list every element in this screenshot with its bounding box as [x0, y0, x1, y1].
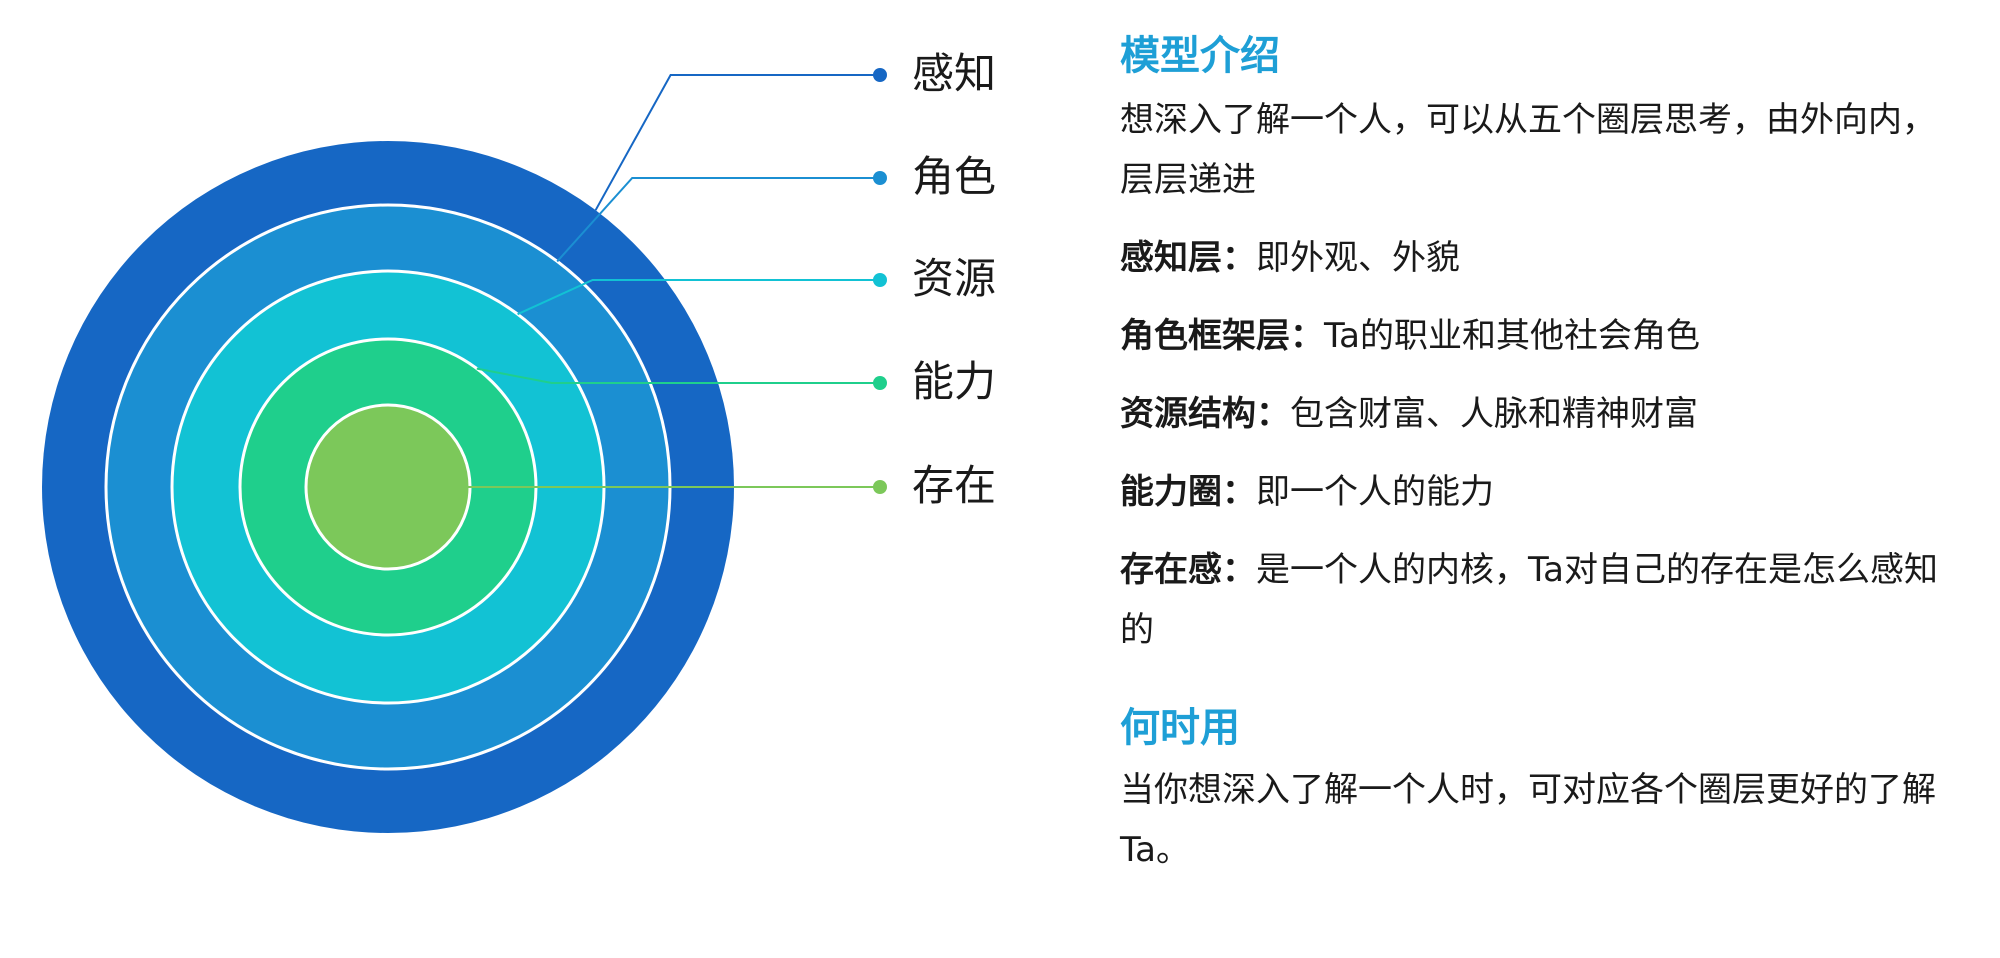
definition-list: 感知层：即外观、外貌角色框架层：Ta的职业和其他社会角色资源结构：包含财富、人脉…: [1120, 228, 1940, 660]
ring-label-1: 感知: [912, 49, 997, 98]
definition-term: 存在感：: [1120, 550, 1256, 590]
description-panel: 模型介绍 想深入了解一个人，可以从五个圈层思考，由外向内，层层递进 感知层：即外…: [1120, 32, 1940, 880]
definition-item: 存在感：是一个人的内核，Ta对自己的存在是怎么感知的: [1120, 540, 1940, 660]
ring-label-5: 存在: [912, 461, 997, 510]
leader-line-2: [556, 177, 880, 263]
definition-desc: Ta的职业和其他社会角色: [1324, 316, 1700, 356]
leader-line-1: [594, 74, 880, 211]
leader-dot-5: [873, 480, 887, 494]
leader-line-3: [517, 279, 880, 316]
usage-text: 当你想深入了解一个人时，可对应各个圈层更好的了解Ta。: [1120, 770, 1936, 870]
ring-core: [304, 403, 472, 571]
leader-dot-2: [873, 171, 887, 185]
definition-term: 感知层：: [1120, 238, 1256, 278]
definition-term: 角色框架层：: [1120, 316, 1324, 356]
definition-item: 角色框架层：Ta的职业和其他社会角色: [1120, 306, 1940, 366]
definition-item: 能力圈：即一个人的能力: [1120, 462, 1940, 522]
definition-desc: 是一个人的内核，Ta对自己的存在是怎么感知的: [1120, 550, 1938, 650]
definition-item: 感知层：即外观、外貌: [1120, 228, 1940, 288]
definition-desc: 即外观、外貌: [1256, 238, 1460, 278]
ring-label-4: 能力: [912, 357, 997, 406]
definition-term: 资源结构：: [1120, 394, 1290, 434]
usage-title: 何时用: [1120, 705, 1240, 751]
definition-desc: 即一个人的能力: [1256, 472, 1494, 512]
intro-title: 模型介绍: [1120, 33, 1280, 79]
leader-dot-3: [873, 273, 887, 287]
ring-label-3: 资源: [912, 254, 997, 303]
leader-dot-4: [873, 376, 887, 390]
definition-term: 能力圈：: [1120, 472, 1256, 512]
leader-dot-1: [873, 68, 887, 82]
concentric-layers-diagram: [42, 68, 887, 833]
definition-item: 资源结构：包含财富、人脉和精神财富: [1120, 384, 1940, 444]
intro-text: 想深入了解一个人，可以从五个圈层思考，由外向内，层层递进: [1120, 100, 1936, 200]
leader-line-4: [476, 367, 880, 384]
definition-desc: 包含财富、人脉和精神财富: [1290, 394, 1698, 434]
ring-label-2: 角色: [912, 152, 997, 201]
